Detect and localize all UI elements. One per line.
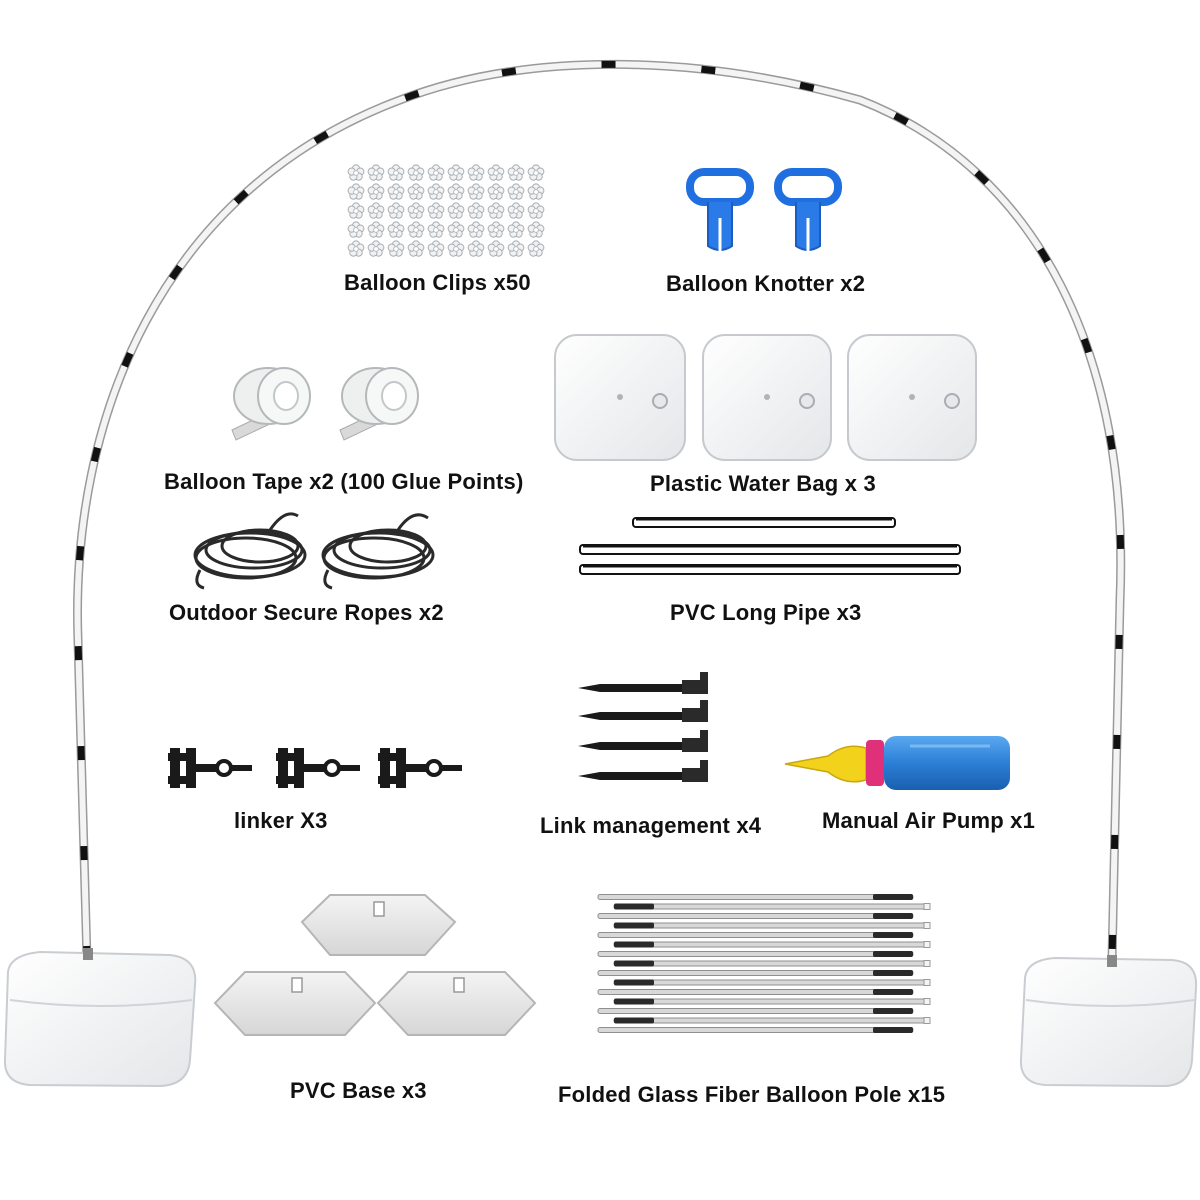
ground-stake bbox=[578, 730, 708, 752]
balloon-arch-pole bbox=[73, 59, 1126, 965]
plastic-water-bag-image bbox=[554, 334, 977, 461]
fiber-pole bbox=[613, 903, 931, 910]
balloon-clip bbox=[407, 221, 425, 238]
pvc-long-pipe-image bbox=[579, 517, 961, 575]
fiber-pole bbox=[597, 1008, 914, 1014]
balloon-clip bbox=[467, 221, 485, 238]
manual-air-pump-image bbox=[784, 736, 1010, 790]
balloon-clip bbox=[487, 202, 505, 219]
balloon-clip bbox=[347, 240, 365, 257]
balloon-clip bbox=[507, 240, 525, 257]
balloon-clip bbox=[387, 221, 405, 238]
balloon-clip bbox=[407, 183, 425, 200]
balloon-knotter-image bbox=[686, 168, 842, 252]
balloon-clip bbox=[467, 202, 485, 219]
outdoor-ropes-image bbox=[193, 512, 435, 590]
linker-image bbox=[168, 748, 462, 788]
label-ropes: Outdoor Secure Ropes x2 bbox=[169, 600, 444, 625]
balloon-clip bbox=[427, 221, 445, 238]
balloon-clip bbox=[487, 183, 505, 200]
balloon-clip bbox=[427, 183, 445, 200]
pvc-base-image bbox=[213, 894, 537, 1036]
arch-water-bag-left bbox=[3, 948, 197, 1088]
balloon-clip bbox=[447, 202, 465, 219]
arch-water-bag-right bbox=[1019, 955, 1198, 1088]
balloon-clips-image bbox=[347, 164, 545, 257]
ground-stake bbox=[578, 760, 708, 782]
balloon-tape-image bbox=[231, 367, 419, 441]
balloon-clip bbox=[527, 183, 545, 200]
balloon-clip bbox=[507, 164, 525, 181]
balloon-clip bbox=[387, 164, 405, 181]
fiber-pole bbox=[597, 1027, 914, 1033]
fiber-pole bbox=[613, 1017, 931, 1024]
balloon-clip bbox=[367, 202, 385, 219]
label-balloon-knotter: Balloon Knotter x2 bbox=[666, 271, 866, 296]
link-management-image bbox=[578, 672, 708, 782]
balloon-clip bbox=[527, 164, 545, 181]
fiber-balloon-pole-image bbox=[597, 894, 931, 1033]
fiber-pole bbox=[613, 998, 931, 1005]
fiber-pole bbox=[613, 960, 931, 967]
balloon-clip bbox=[387, 240, 405, 257]
balloon-clip bbox=[367, 221, 385, 238]
fiber-pole bbox=[597, 894, 914, 900]
balloon-clip bbox=[507, 221, 525, 238]
balloon-clip bbox=[427, 202, 445, 219]
label-linker: linker X3 bbox=[234, 808, 328, 833]
balloon-clip bbox=[527, 202, 545, 219]
linker bbox=[378, 748, 462, 788]
balloon-clip bbox=[527, 240, 545, 257]
label-link-management: Link management x4 bbox=[540, 813, 762, 838]
balloon-clip bbox=[507, 183, 525, 200]
balloon-clip bbox=[367, 240, 385, 257]
balloon-clip bbox=[467, 240, 485, 257]
balloon-clip bbox=[487, 240, 505, 257]
balloon-clip bbox=[447, 164, 465, 181]
balloon-clip bbox=[427, 240, 445, 257]
fiber-pole bbox=[597, 951, 914, 957]
linker bbox=[168, 748, 252, 788]
label-pvc-base: PVC Base x3 bbox=[290, 1078, 427, 1103]
balloon-clip bbox=[487, 164, 505, 181]
balloon-clip bbox=[527, 221, 545, 238]
fiber-pole bbox=[613, 941, 931, 948]
balloon-clip bbox=[347, 202, 365, 219]
label-fiber-pole: Folded Glass Fiber Balloon Pole x15 bbox=[558, 1082, 946, 1107]
balloon-clip bbox=[347, 164, 365, 181]
linker bbox=[276, 748, 360, 788]
balloon-clip bbox=[407, 164, 425, 181]
fiber-pole bbox=[613, 922, 931, 929]
label-long-pipe: PVC Long Pipe x3 bbox=[670, 600, 862, 625]
fiber-pole bbox=[597, 913, 914, 919]
balloon-clip bbox=[407, 240, 425, 257]
ground-stake bbox=[578, 700, 708, 722]
balloon-clip bbox=[367, 164, 385, 181]
fiber-pole bbox=[597, 989, 914, 995]
balloon-clip bbox=[467, 164, 485, 181]
balloon-clip bbox=[447, 240, 465, 257]
balloon-clip bbox=[347, 183, 365, 200]
balloon-clip bbox=[487, 221, 505, 238]
label-air-pump: Manual Air Pump x1 bbox=[822, 808, 1036, 833]
ground-stake bbox=[578, 672, 708, 694]
balloon-clip bbox=[347, 221, 365, 238]
balloon-clip bbox=[427, 164, 445, 181]
fiber-pole bbox=[597, 932, 914, 938]
balloon-clip bbox=[467, 183, 485, 200]
label-balloon-tape: Balloon Tape x2 (100 Glue Points) bbox=[164, 469, 524, 494]
label-water-bag: Plastic Water Bag x 3 bbox=[650, 471, 876, 496]
fiber-pole bbox=[597, 970, 914, 976]
label-balloon-clips: Balloon Clips x50 bbox=[344, 270, 531, 295]
balloon-clip bbox=[367, 183, 385, 200]
fiber-pole bbox=[613, 979, 931, 986]
balloon-clip bbox=[407, 202, 425, 219]
balloon-clip bbox=[507, 202, 525, 219]
balloon-clip bbox=[387, 183, 405, 200]
balloon-clip bbox=[387, 202, 405, 219]
balloon-clip bbox=[447, 183, 465, 200]
balloon-clip bbox=[447, 221, 465, 238]
